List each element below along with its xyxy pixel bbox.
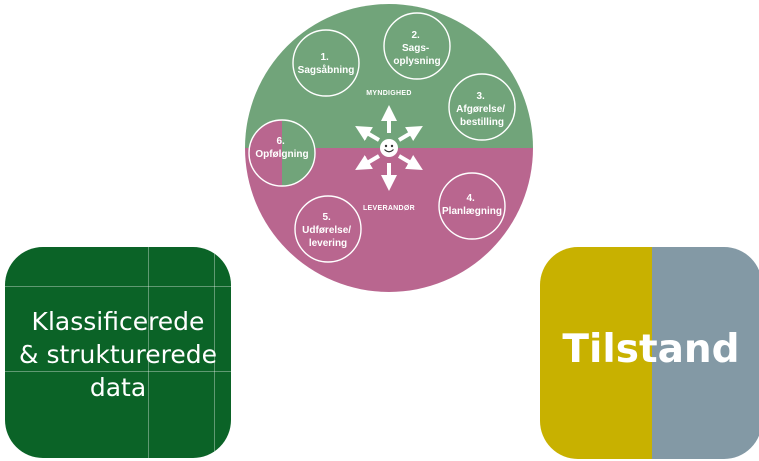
status-card-label: Tilstand: [562, 327, 740, 372]
step-1-label: 1. Sagsåbning: [298, 52, 355, 76]
classified-data-card: Klassificerede & strukturerede data: [5, 247, 231, 458]
classified-data-line: data: [89, 373, 147, 402]
smiley-eye-right: [390, 144, 394, 148]
step-4-label: 4. Planlægning: [442, 193, 502, 217]
arrow-down-right-icon: [397, 154, 423, 171]
step-5-ring: [294, 195, 362, 263]
status-card-right-half: [652, 247, 759, 459]
step-6-label: 6. Opfølgning: [255, 136, 308, 160]
arrow-down-left-icon: [355, 154, 381, 171]
grid-line: [214, 247, 215, 458]
section-label-leverandor: LEVERANDØR: [363, 205, 415, 212]
step-1-ring: [292, 29, 360, 97]
step-6-ring: [248, 119, 316, 187]
status-card-left-half: [540, 247, 652, 459]
step-4-ring: [438, 172, 506, 240]
classified-data-line: Klassificerede: [31, 307, 205, 336]
step-3-ring: [448, 73, 516, 141]
smiley-mouth: [384, 149, 394, 153]
classified-data-line: & strukturerede: [19, 340, 217, 369]
step-3-label: 3. Afgørelse/ bestilling: [456, 91, 508, 128]
step-5-label: 5. Udførelse/ levering: [302, 212, 354, 249]
grid-line: [148, 247, 149, 458]
grid-line: [5, 371, 231, 372]
step-2-label: 2. Sags- oplysning: [393, 30, 440, 67]
step-2-ring: [383, 12, 451, 80]
smiley-face-icon: [380, 139, 398, 157]
section-label-myndighed: MYNDIGHED: [366, 90, 411, 97]
center-arrows: [355, 105, 423, 191]
arrow-up-right-icon: [397, 125, 423, 142]
grid-line: [5, 286, 231, 287]
smiley-eye-left: [384, 144, 388, 148]
status-card: Tilstand: [540, 247, 759, 459]
arrow-up-left-icon: [355, 125, 381, 142]
classified-data-text: Klassificerede & strukturerede data: [5, 305, 231, 404]
